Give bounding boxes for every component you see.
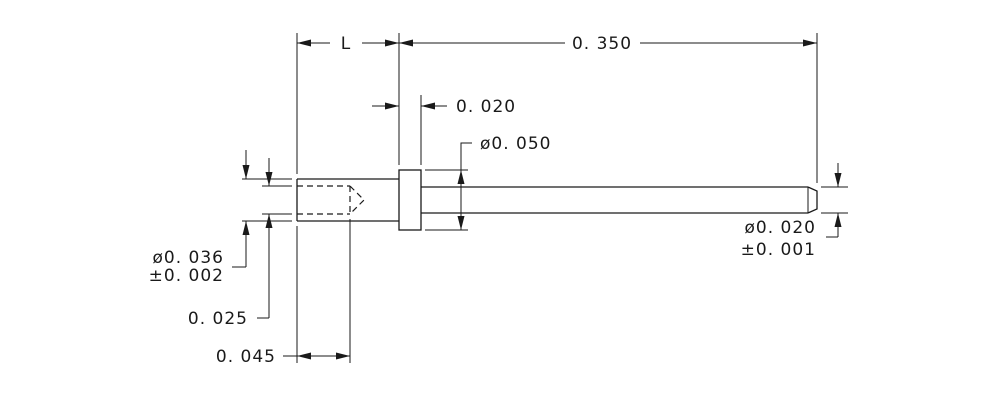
arrowhead: [242, 165, 250, 179]
dim-head-length: 0. 045: [216, 219, 351, 367]
arrowhead: [457, 216, 465, 230]
collar: [398, 169, 422, 231]
arrowhead: [457, 170, 465, 184]
arrowhead: [297, 352, 311, 360]
dim-tip-dia-label: ø0. 020: [745, 218, 816, 238]
dim-overall-length: 0. 350: [399, 33, 818, 183]
dim-overall-length-label: 0. 350: [572, 34, 632, 54]
dim-tip-diameter: ø0. 020 ±0. 001: [741, 163, 848, 260]
dim-bore-tol-label: ±0. 002: [149, 266, 224, 286]
leader-line: [460, 142, 472, 170]
dim-collar-dia-label: ø0. 050: [480, 134, 551, 154]
arrowhead: [242, 221, 250, 235]
arrowhead: [803, 39, 817, 47]
dim-bore-depth: 0. 025: [188, 158, 292, 329]
arrowhead: [399, 39, 413, 47]
arrowhead: [265, 214, 273, 228]
arrowhead: [385, 39, 399, 47]
dim-head-length-label: 0. 045: [216, 347, 276, 367]
bore-drill-point-hidden: [349, 185, 365, 215]
arrowhead: [421, 102, 435, 110]
arrowhead: [336, 352, 350, 360]
dim-collar-thickness-label: 0. 020: [456, 97, 516, 117]
dim-bore-dia-label: ø0. 036: [153, 248, 224, 268]
part-outline: [296, 169, 818, 231]
dim-bore-depth-label: 0. 025: [188, 309, 248, 329]
arrowhead: [265, 172, 273, 186]
dim-l-label: L: [341, 34, 351, 54]
dim-collar-diameter: ø0. 050: [425, 134, 551, 231]
dim-collar-thickness: 0. 020: [372, 95, 516, 165]
arrowhead: [834, 213, 842, 227]
arrowhead: [297, 39, 311, 47]
arrowhead: [834, 173, 842, 187]
dim-tip-tol-label: ±0. 001: [741, 240, 816, 260]
dim-l: L: [296, 33, 400, 174]
dim-bore-diameter: ø0. 036 ±0. 002: [149, 150, 292, 286]
arrowhead: [385, 102, 399, 110]
tip-chamfer: [807, 186, 818, 214]
